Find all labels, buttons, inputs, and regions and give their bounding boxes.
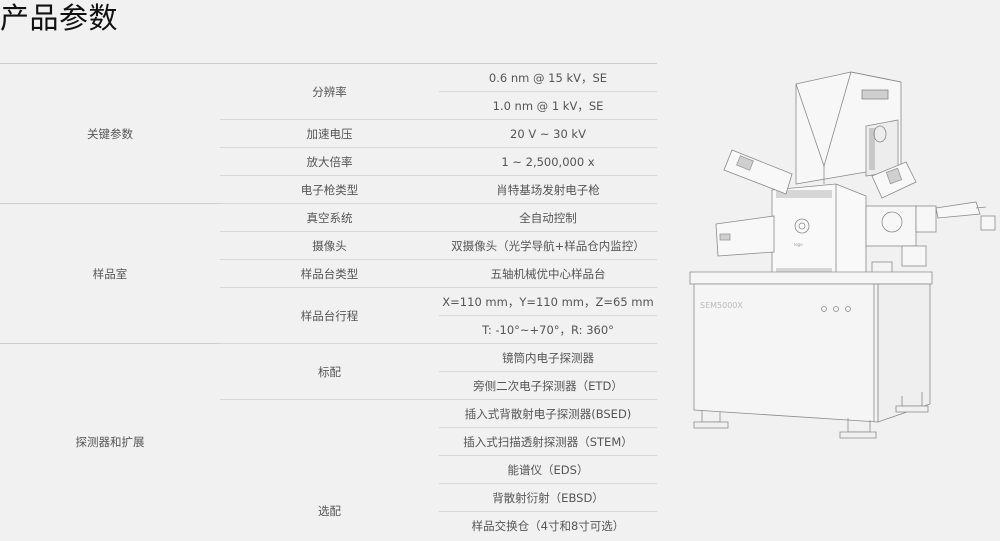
param-name-cell: 标配 <box>220 343 439 400</box>
table-row: 背散射衍射（EBSD） <box>0 483 657 512</box>
param-value-cell: 五轴机械优中心样品台 <box>439 259 657 288</box>
table-row: 旁侧二次电子探测器（ETD） <box>0 371 657 400</box>
param-value-cell: 全自动控制 <box>439 203 657 232</box>
param-name-cell: 样品台行程 <box>220 287 439 344</box>
model-label: SEM5000X <box>700 301 743 310</box>
param-value-cell: 旁侧二次电子探测器（ETD） <box>439 371 657 400</box>
spec-table: 关键参数 分辨率 0.6 nm @ 15 kV，SE 1.0 nm @ 1 kV… <box>0 63 657 539</box>
table-row: 选配 插入式背散射电子探测器(BSED) <box>0 399 657 518</box>
param-name-cell: 电子枪类型 <box>220 175 439 204</box>
table-row: 样品台行程 X=110 mm，Y=110 mm，Z=65 mm <box>0 287 657 344</box>
param-value-cell: 插入式背散射电子探测器(BSED) <box>439 399 657 428</box>
table-row: 摄像头 双摄像头（光学导航+样品仓内监控） <box>0 231 657 260</box>
param-value-cell: 镜筒内电子探测器 <box>439 343 657 372</box>
table-row: 样品交换仓（4寸和8寸可选） <box>0 512 657 540</box>
param-name-cell: 放大倍率 <box>220 147 439 176</box>
table-row: 关键参数 分辨率 0.6 nm @ 15 kV，SE <box>0 63 657 204</box>
param-name-cell: 选配 <box>318 504 341 518</box>
param-name-cell: 摄像头 <box>220 231 439 260</box>
param-name-cell: 样品台类型 <box>220 259 439 288</box>
table-row: 探测器和扩展 标配 镜筒内电子探测器 <box>0 343 657 539</box>
table-row: 加速电压 20 V ~ 30 kV <box>0 119 657 148</box>
table-row: 样品室 真空系统 全自动控制 <box>0 203 657 344</box>
table-row: T: -10°~+70°，R: 360° <box>0 315 657 344</box>
table-row: 放大倍率 1 ~ 2,500,000 x <box>0 147 657 176</box>
param-value-cell: 插入式扫描透射探测器（STEM） <box>439 427 657 456</box>
page-title: 产品参数 <box>0 1 119 35</box>
param-value-cell: T: -10°~+70°，R: 360° <box>439 315 657 344</box>
table-row: 样品台类型 五轴机械优中心样品台 <box>0 259 657 288</box>
table-row: 能谱仪（EDS） <box>0 455 657 484</box>
sem-microscope-drawing: logo SEM5000X <box>689 71 996 439</box>
category-cell: 样品室 <box>0 203 220 344</box>
param-value-cell: 1 ~ 2,500,000 x <box>439 147 657 176</box>
param-value-cell: 样品交换仓（4寸和8寸可选） <box>471 518 625 533</box>
param-value-cell: 肖特基场发射电子枪 <box>439 175 657 204</box>
category-cell: 探测器和扩展 <box>0 343 220 539</box>
category-cell: 关键参数 <box>0 63 220 204</box>
param-value-cell: 0.6 nm @ 15 kV，SE <box>439 63 657 92</box>
param-value-cell: 能谱仪（EDS） <box>439 455 657 484</box>
param-value-cell: 双摄像头（光学导航+样品仓内监控） <box>439 231 657 260</box>
param-value-cell: 20 V ~ 30 kV <box>439 119 657 148</box>
param-name-cell: 真空系统 <box>220 203 439 232</box>
param-value-cell: 1.0 nm @ 1 kV，SE <box>439 91 657 120</box>
param-value-cell: 背散射衍射（EBSD） <box>439 483 657 512</box>
product-image: logo SEM5000X <box>676 66 1000 476</box>
table-row: 插入式扫描透射探测器（STEM） <box>0 427 657 456</box>
svg-text:logo: logo <box>794 242 803 247</box>
param-name-cell: 分辨率 <box>220 63 439 120</box>
table-row: 1.0 nm @ 1 kV，SE <box>0 91 657 120</box>
param-name-cell: 加速电压 <box>220 119 439 148</box>
param-value-cell: X=110 mm，Y=110 mm，Z=65 mm <box>439 287 657 316</box>
